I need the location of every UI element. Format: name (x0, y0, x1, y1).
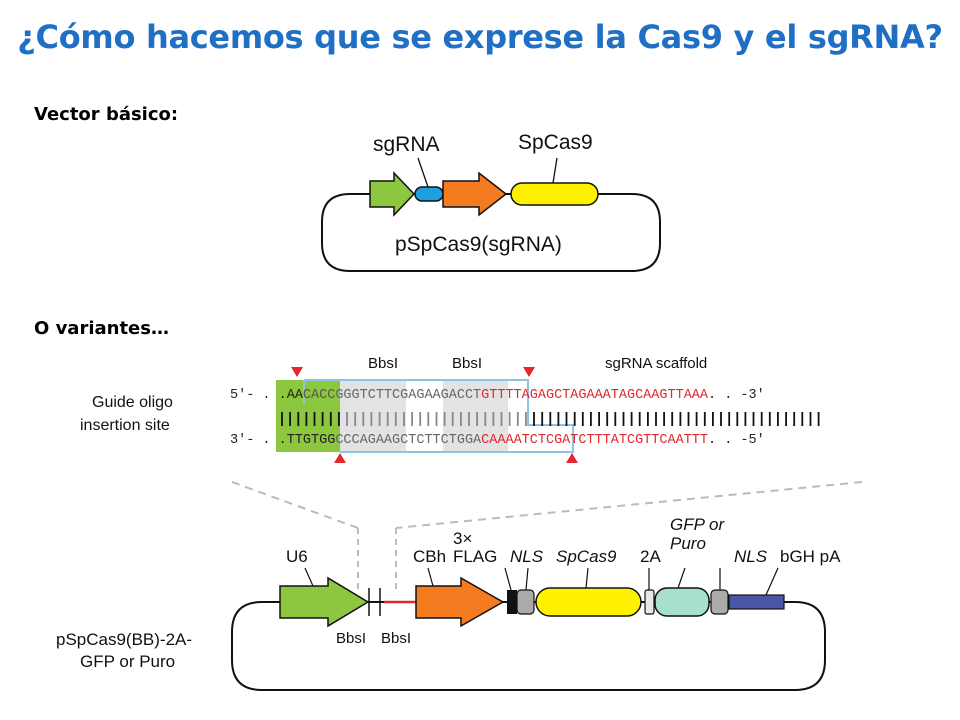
u6-label: U6 (286, 547, 308, 566)
full-spcas9-gene (535, 587, 642, 617)
basic-cbh-promoter (442, 171, 508, 217)
basic-vector-label: Vector básico: (34, 104, 179, 125)
variants-label: O variantes… (34, 318, 169, 339)
full-plasmid-name-2: GFP or Puro (80, 652, 175, 671)
basic-spcas9-gene (510, 182, 599, 206)
full-u6-promoter (279, 576, 370, 628)
nls2-label: NLS (734, 547, 768, 566)
nls-2 (710, 589, 729, 615)
flag-leader (504, 567, 512, 591)
basic-sgrna-leader (417, 157, 429, 188)
basic-vector: sgRNA SpCas9 pSpCas9(sgRNA) (321, 131, 661, 272)
bbsi-label-2: BbsI (452, 355, 482, 372)
basic-plasmid-backbone (321, 193, 661, 272)
grey-bbsi-box-2 (443, 380, 508, 452)
nls-1 (516, 589, 535, 615)
bbsi-label-1: BbsI (368, 355, 398, 372)
basic-spcas9-leader (552, 157, 558, 184)
sgrna-scaffold-label: sgRNA scaffold (605, 355, 707, 372)
cut-marker-top-left (291, 367, 303, 377)
nls1-label: NLS (510, 547, 544, 566)
insertion-side-label-1: Guide oligo (92, 394, 173, 411)
bbsi-site-label-2: BbsI (381, 630, 411, 647)
spcas9-label: SpCas9 (556, 547, 617, 566)
basic-sgrna-element (414, 186, 444, 202)
full-vector: U6 CBh 3× FLAG NLS SpCas9 2A GFP or Puro… (56, 515, 841, 691)
3x-label: 3× (453, 529, 472, 548)
bgh-pa (728, 594, 785, 610)
full-plasmid-backbone (231, 601, 826, 691)
basic-u6-promoter (369, 171, 416, 217)
bgh-leader (765, 567, 779, 596)
t2a-element (644, 589, 655, 615)
full-plasmid-name-1: pSpCas9(BB)-2A- (56, 630, 192, 649)
t2a-label: 2A (640, 547, 661, 566)
zoom-line-left (231, 481, 359, 529)
basic-plasmid-name: pSpCas9(sgRNA) (395, 233, 562, 256)
cut-marker-top-right (523, 367, 535, 377)
cut-marker-bottom-right (566, 453, 578, 463)
insertion-side-label-2: insertion site (80, 417, 170, 434)
bottom-strand-sequence: 3′- . .TTGTGGCCCAGAAGCTCTTCTGGACAAAATCTC… (230, 433, 765, 448)
insertion-site: Guide oligo insertion site BbsI BbsI sgR… (80, 355, 863, 529)
u6-leader (304, 567, 314, 587)
green-overhang-box (276, 380, 340, 452)
flag-tag (507, 590, 517, 614)
spcas9-leader (585, 567, 589, 589)
bbsi-site-label-1: BbsI (336, 630, 366, 647)
nls1-leader (525, 567, 529, 591)
top-strand-sequence: 5′- . .AACACCGGGTCTTCGAGAAGACCTGTTTTAGAG… (230, 388, 765, 403)
full-cbh-promoter (415, 576, 505, 628)
basic-sgrna-label: sgRNA (373, 133, 440, 156)
gfp-label-2: Puro (670, 534, 706, 553)
gfp-puro-gene (654, 587, 710, 617)
flag-label: FLAG (453, 547, 497, 566)
cbh-leader (427, 567, 434, 587)
gfp-label-1: GFP or (670, 515, 725, 534)
cbh-label: CBh (413, 547, 446, 566)
cut-marker-bottom-left (334, 453, 346, 463)
zoom-line-right (395, 481, 863, 529)
bgh-label: bGH pA (780, 547, 841, 566)
base-pair-ticks (281, 412, 820, 426)
basic-spcas9-label: SpCas9 (518, 131, 593, 154)
gfp-leader (677, 567, 686, 589)
slide-title: ¿Cómo hacemos que se exprese la Cas9 y e… (17, 18, 943, 56)
